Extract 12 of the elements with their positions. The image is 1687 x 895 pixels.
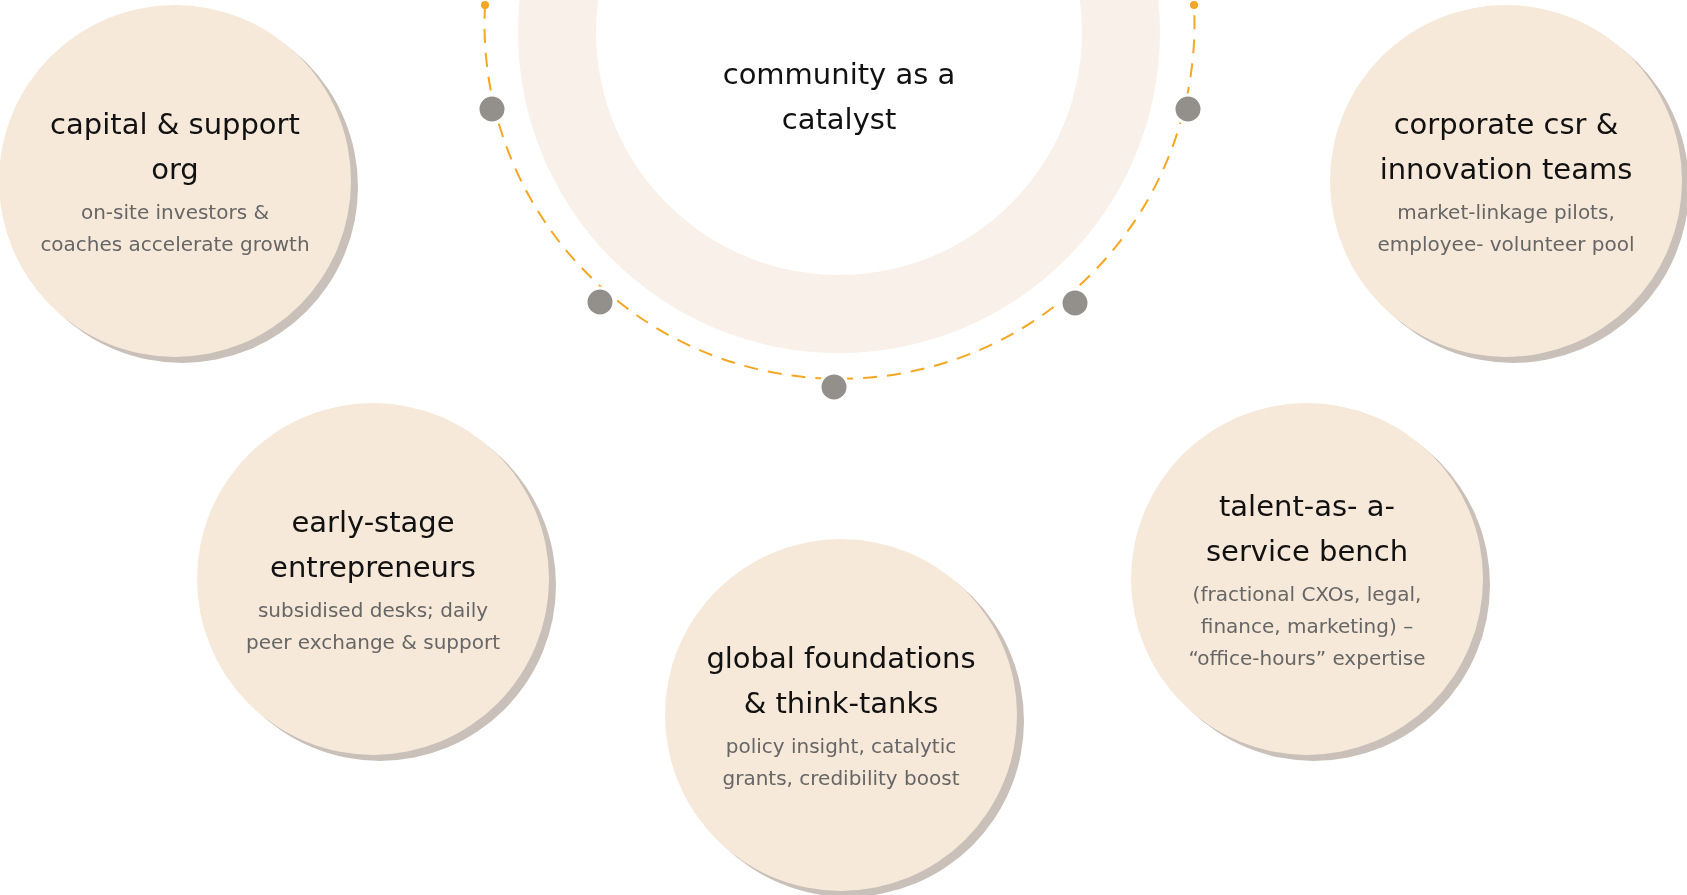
card-heading: global foundations & think-tanks (705, 640, 977, 722)
card-description: subsidised desks; daily peer exchange & support (245, 597, 501, 656)
card-description: market-linkage pilots, employee- volunteer pool (1376, 199, 1636, 258)
card-heading: corporate csr & innovation teams (1378, 106, 1634, 188)
card-description: on-site investors & coaches accelerate growth (39, 199, 311, 258)
card-description: policy insight, catalytic grants, credibility boost (721, 733, 961, 792)
ring-shape (518, 0, 1160, 353)
card-description: (fractional CXOs, legal, finance, marketing) – “office-hours” expertise (1187, 581, 1427, 672)
center-title: community as a catalyst (721, 56, 957, 138)
card-heading: capital & support org (49, 106, 301, 188)
card-heading: talent-as- a-service bench (1204, 488, 1410, 570)
card-heading: early-stage entrepreneurs (269, 504, 477, 586)
